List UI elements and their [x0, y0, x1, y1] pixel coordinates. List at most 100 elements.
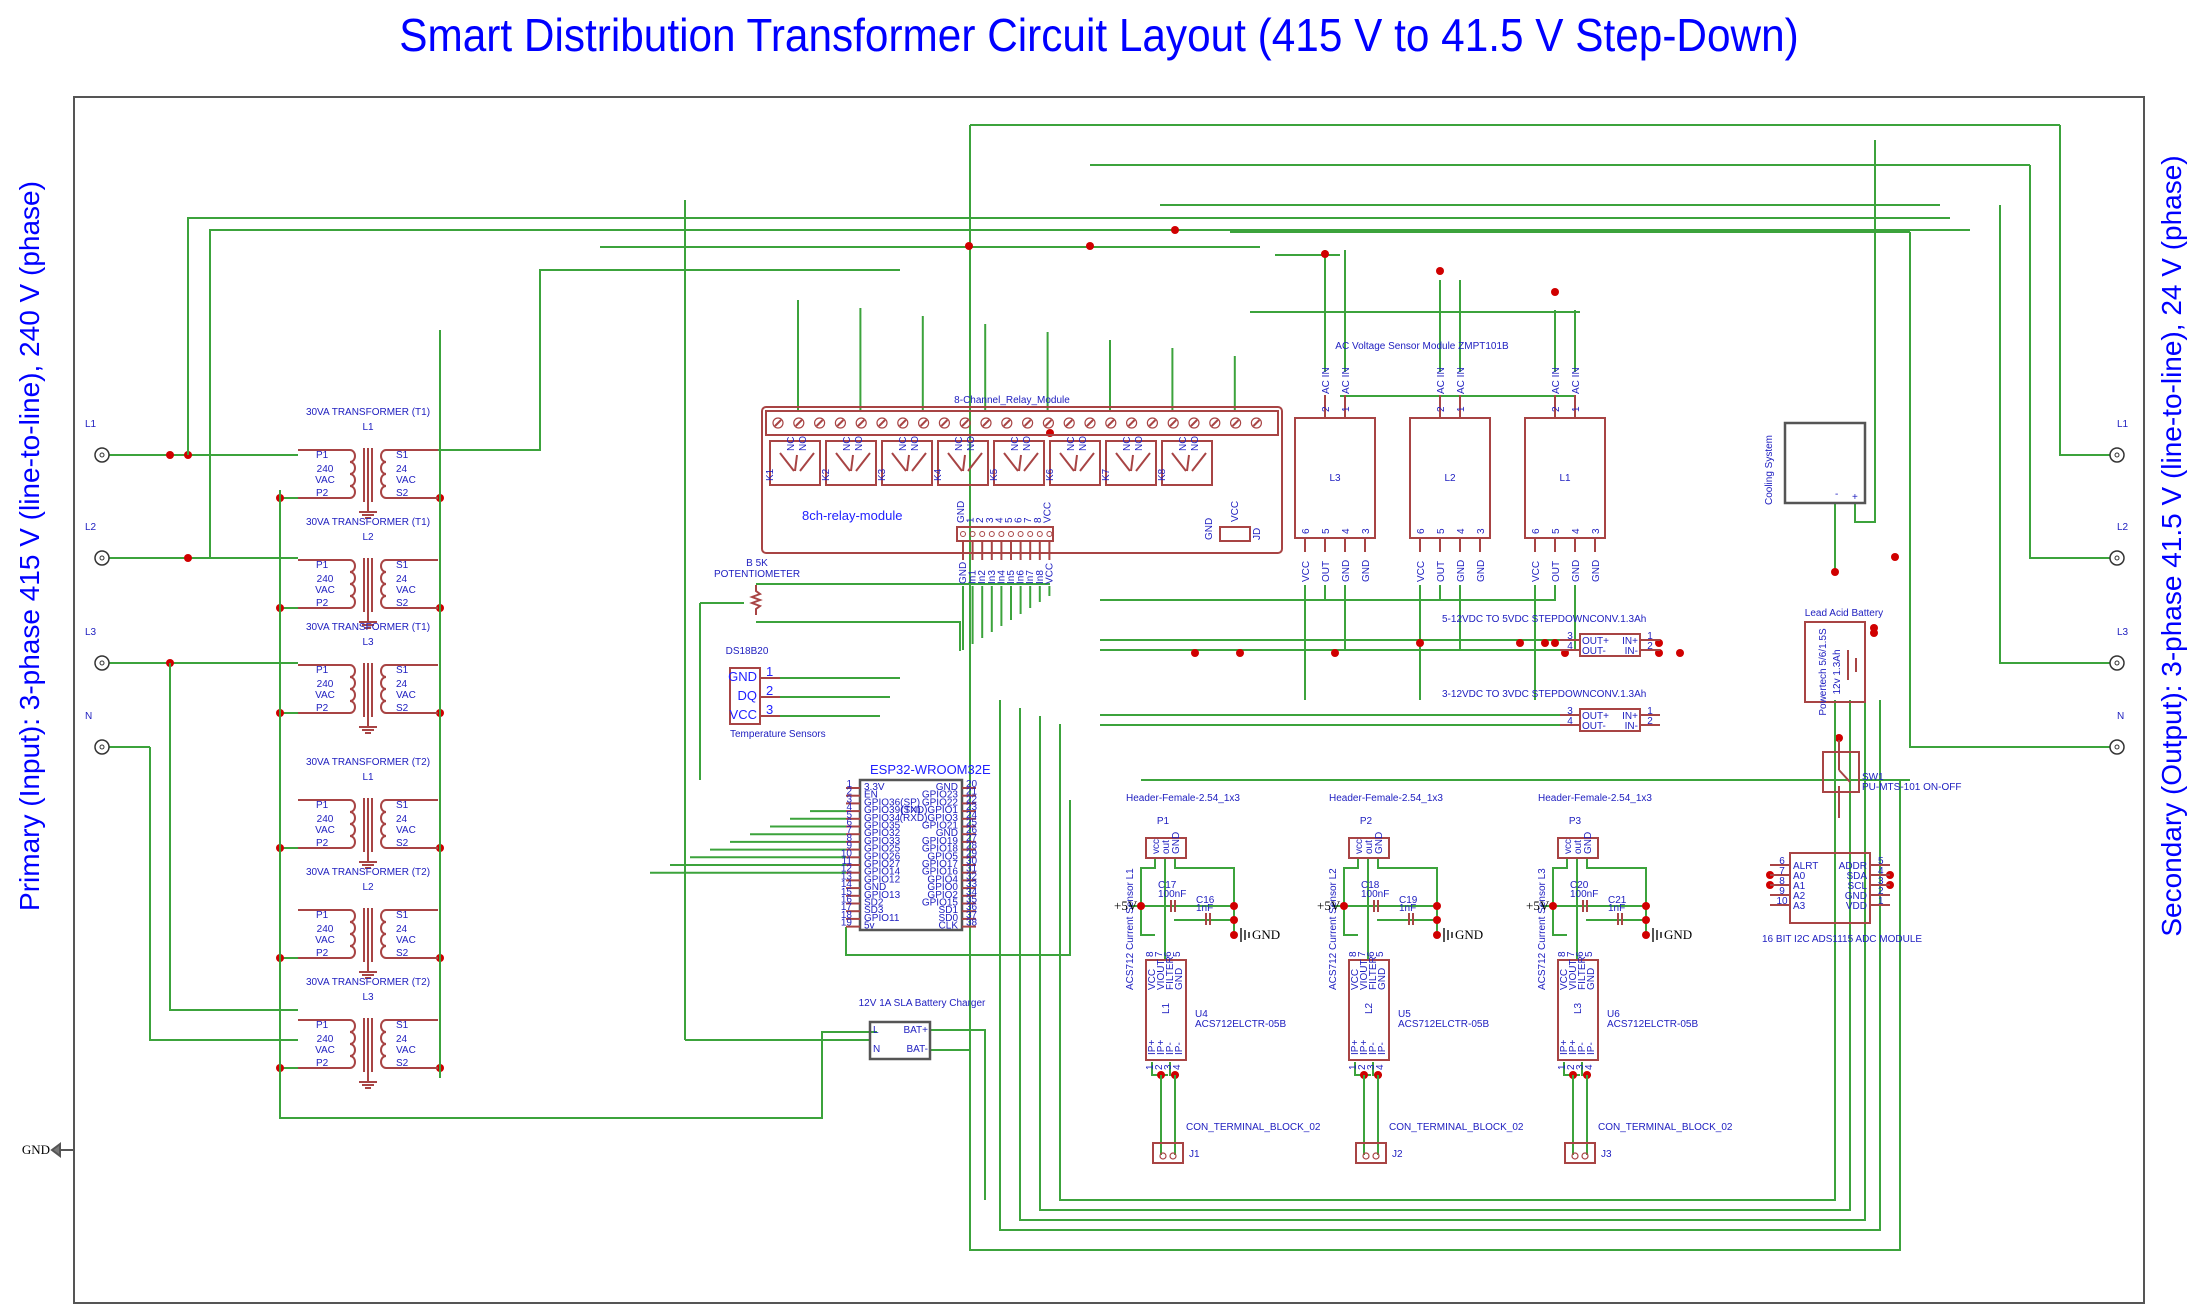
relay-switch-icon [1171, 452, 1207, 472]
esp32-pin-number: 21 [966, 787, 978, 798]
voltage-sensor-pin-number: 1 [1571, 406, 1582, 412]
adc-pin-number: 9 [1779, 886, 1785, 897]
current-sensor-body [1348, 959, 1390, 1061]
header-pin-label: GND [1583, 832, 1594, 854]
potentiometer-name: B 5K [746, 558, 768, 569]
relay-module-body [761, 406, 1283, 554]
junction-dot [1230, 931, 1238, 939]
primary-coil [349, 583, 356, 597]
temp-sensor-label: Temperature Sensors [730, 729, 826, 740]
esp32-pin-label: GPIO39(SN) [864, 805, 921, 816]
wire [1039, 700, 1851, 1211]
acs-phase-label: L3 [1573, 1002, 1584, 1014]
capacitor-ref: C20 [1570, 880, 1589, 891]
relay-k6 [1049, 440, 1101, 486]
input-terminal-icon [94, 739, 110, 755]
acs-pin-number: 3 [1163, 1064, 1174, 1070]
esp32-pin-label: (RXD)GPIO3 [900, 813, 959, 824]
relay-k3 [881, 440, 933, 486]
esp32-pin-label: GPIO21 [922, 821, 959, 832]
plus5v-label: +5V [1526, 898, 1550, 913]
esp32-pin-label: GPIO12 [864, 874, 901, 885]
voltage-sensor-l1 [1524, 417, 1606, 539]
output-terminal-icon [2114, 555, 2120, 561]
adc-pin-label: GND [1845, 891, 1867, 902]
acs-pin-number: 3 [1575, 1064, 1586, 1070]
relay-k8 [1161, 440, 1213, 486]
gnd-label: GND [1455, 927, 1483, 942]
esp32-pin-label: SD1 [939, 905, 959, 916]
screw-slot [1086, 419, 1094, 427]
transformer-title: 30VA TRANSFORMER (T2) [306, 757, 430, 768]
pin-label: S2 [396, 703, 409, 714]
esp32-pin-label: SD2 [864, 898, 884, 909]
wire [1059, 700, 1836, 1201]
relay-header-pin-label: 4 [994, 517, 1005, 523]
voltage-label: 240 [317, 679, 334, 690]
temp-sensor-pin-label: DQ [738, 688, 758, 703]
temp-sensor-part: DS18B20 [726, 646, 769, 657]
transformer-phase: L2 [362, 882, 374, 893]
frame-ground-icon [50, 1142, 74, 1158]
screw-terminal-icon [938, 417, 951, 429]
transformer-title: 30VA TRANSFORMER (T2) [306, 867, 430, 878]
esp32-pin-number: 1 [846, 779, 852, 790]
input-terminal-icon [99, 555, 105, 561]
output-terminal-label: L1 [2117, 419, 2129, 430]
acs-pin-label: VIOUT [1156, 959, 1167, 990]
capacitor-ref: C16 [1196, 895, 1215, 906]
input-terminal-icon [94, 655, 110, 671]
relay-k4 [937, 440, 989, 486]
relay-no-label: NO [1190, 436, 1201, 451]
junction-dot [1086, 242, 1094, 250]
junction-dot [1642, 931, 1650, 939]
relay-signal-label: In1 [968, 570, 979, 584]
capacitor-ref: C18 [1361, 880, 1380, 891]
acs-pin-label: IP- [1577, 1042, 1588, 1055]
adc-pin-number: 1 [1878, 896, 1884, 907]
esp32-body [858, 778, 964, 932]
voltage-sensor-pin-number: 4 [1341, 528, 1352, 534]
acs-pin-label: VIOUT [1568, 959, 1579, 990]
relay-label: K3 [877, 468, 888, 481]
screw-terminal-icon [1209, 417, 1221, 429]
secondary-coil [380, 921, 387, 935]
adc-pin-label: SCL [1848, 881, 1868, 892]
adc-pin-label: VDD [1846, 901, 1867, 912]
acs-pin-label: IP+ [1568, 1040, 1579, 1055]
cooling-system-body [1783, 421, 1867, 505]
battery-body [1804, 621, 1866, 703]
relay-label: K5 [989, 468, 1000, 481]
esp32-pin-label: GPIO16 [922, 867, 959, 878]
capacitor-ref: C19 [1399, 895, 1418, 906]
transformer-title: 30VA TRANSFORMER (T2) [306, 977, 430, 988]
header-pin-label: vcc [1151, 839, 1162, 854]
junction-dot [1137, 902, 1145, 910]
voltage-sensor-pin-label: VCC [1416, 561, 1427, 582]
screw-slot [1211, 419, 1219, 427]
junction-dot [184, 554, 192, 562]
voltage-sensor-pin-number: 3 [1476, 528, 1487, 534]
adc-pin-number: 5 [1878, 856, 1884, 867]
output-terminal-icon [2109, 655, 2125, 671]
esp32-pin-number: 5 [846, 810, 852, 821]
esp32-pin-label: GND [864, 882, 886, 893]
voltage-label: VAC [315, 475, 335, 486]
input-terminal-icon [94, 447, 110, 463]
esp32-pin-number: 9 [846, 841, 852, 852]
terminal-block-j3 [1564, 1142, 1596, 1164]
esp32-pin-label: GPIO0 [927, 882, 958, 893]
esp32-pin-label: GPIO17 [922, 859, 959, 870]
output-terminal-icon [2109, 550, 2125, 566]
acs-pin-number: 7 [1154, 951, 1165, 957]
pin-label: S1 [396, 910, 409, 921]
converter-pin-number: 3 [1567, 631, 1573, 642]
screw-slot [1148, 419, 1157, 427]
header-pin-label: out [1364, 840, 1375, 854]
esp32-pin-label: GPIO33 [864, 836, 901, 847]
junction-dot [1433, 916, 1441, 924]
secondary-coil [380, 945, 387, 959]
voltage-sensor-phase: L2 [1444, 473, 1456, 484]
pin-label: S2 [396, 838, 409, 849]
converter-body [1579, 633, 1641, 657]
